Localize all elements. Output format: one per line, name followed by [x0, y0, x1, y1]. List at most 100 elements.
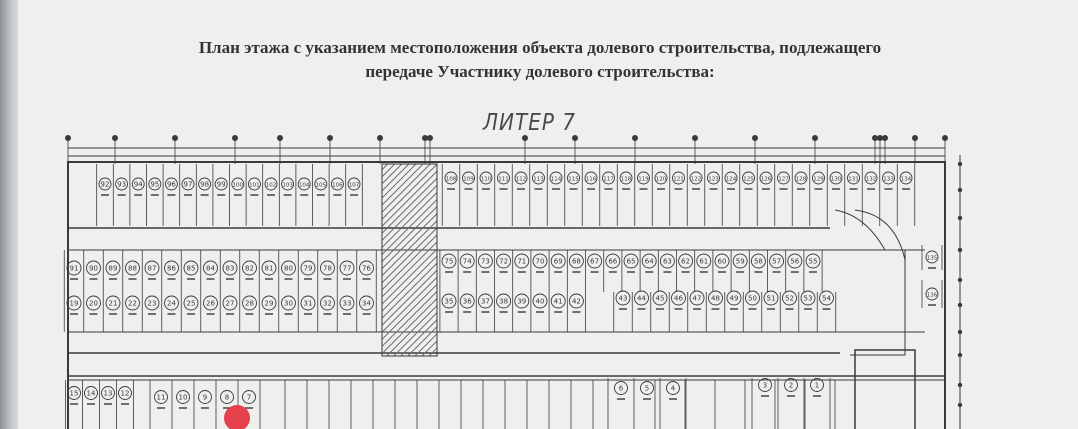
stall-low-right-a-label: 42	[572, 298, 581, 306]
stall-top-right-label: 124	[726, 177, 737, 183]
grid-axis-bubble	[957, 329, 963, 335]
stall-low-right-b-circle	[745, 290, 760, 306]
stall-low-left-circle	[222, 295, 238, 311]
stall-right-col-circle	[925, 250, 939, 264]
stall-top-right-circle	[672, 171, 685, 185]
stall-top-right-label: 117	[603, 177, 614, 183]
stall-mid-left-label: 80	[284, 265, 293, 273]
stall-top-right-circle	[497, 171, 510, 185]
stall-top-right-label: 127	[778, 177, 789, 183]
stall-top-right-label: 115	[568, 177, 579, 183]
stall-low-left-circle	[144, 295, 160, 311]
stall-mid-right-circle	[750, 253, 766, 269]
stall-low-right-a-label: 39	[517, 298, 526, 306]
stall-top-left-label: 106	[332, 183, 343, 189]
grid-axis-bubble	[65, 135, 71, 141]
grid-axis-bubble	[957, 382, 963, 388]
stall-low-right-b-label: 50	[748, 295, 757, 303]
stall-mid-left-circle	[320, 260, 335, 276]
stall-top-right-circle	[532, 171, 545, 185]
stall-top-right-circle	[777, 171, 790, 185]
stall-low-left-circle	[339, 295, 355, 311]
stall-mid-left-label: 87	[148, 265, 157, 273]
stall-low-right-b-label: 45	[656, 295, 665, 303]
stall-mid-right-circle	[496, 253, 512, 269]
stall-top-right-label: 113	[533, 177, 544, 183]
stall-low-left-label: 29	[265, 300, 274, 308]
grid-axis-bubble	[957, 215, 963, 221]
stall-low-left-circle	[300, 295, 316, 311]
stall-low-right-a-circle	[459, 293, 475, 309]
stall-mid-left-label: 78	[323, 265, 332, 273]
stall-low-right-a-circle	[550, 293, 566, 309]
stall-mid-right-circle	[477, 253, 493, 269]
stall-low-right-b-label: 49	[730, 295, 739, 303]
stall-top-left-circle	[115, 177, 129, 191]
stall-mid-right-label: 62	[681, 258, 690, 266]
storage-bottom-left-label: 9	[203, 394, 207, 402]
stall-low-left-label: 31	[304, 300, 313, 308]
stall-top-right-label: 108	[446, 177, 457, 183]
grid-axis-bubble	[752, 135, 758, 141]
stall-mid-right-circle	[441, 253, 457, 269]
grid-axis-bubble	[912, 135, 918, 141]
stall-low-left-label: 26	[206, 300, 215, 308]
storage-bottom-left-circle	[176, 390, 190, 404]
stall-top-left-label: 104	[299, 183, 310, 189]
stall-mid-left-circle	[261, 260, 277, 276]
stall-low-right-a-circle	[441, 293, 457, 309]
stall-top-left-circle	[131, 177, 145, 191]
stall-mid-left-label: 90	[89, 265, 98, 273]
stall-top-left-label: 107	[349, 183, 360, 189]
grid-axis-bubble	[957, 402, 963, 408]
stall-top-right-label: 129	[813, 177, 824, 183]
grid-axis-bubble	[277, 135, 283, 141]
storage-bottom-mid-label: 4	[671, 385, 676, 393]
storage-bottom-right-label: 1	[815, 382, 819, 390]
storage-bottom-left-circle	[242, 390, 256, 404]
stall-right-col-label: 136	[927, 293, 938, 299]
stall-mid-left-circle	[183, 260, 199, 276]
stall-mid-left-label: 88	[128, 265, 137, 273]
stall-low-right-a-label: 40	[536, 298, 545, 306]
stall-mid-left-circle	[339, 260, 355, 276]
stall-top-left-circle	[164, 177, 178, 191]
stall-low-left-label: 33	[343, 300, 352, 308]
stall-low-right-b-label: 54	[822, 295, 831, 303]
grid-axis-bubble	[942, 135, 948, 141]
grid-axis-bubble	[692, 135, 698, 141]
stall-mid-right-circle	[623, 253, 639, 269]
stall-mid-right-label: 55	[809, 258, 818, 266]
storage-bottom-left-label: 7	[247, 394, 251, 402]
stall-low-right-a-label: 38	[499, 298, 508, 306]
stall-top-right-circle	[462, 171, 475, 185]
stall-low-left-label: 24	[167, 300, 176, 308]
stall-low-left-circle	[359, 295, 374, 311]
stall-mid-right-label: 73	[481, 258, 490, 266]
stall-top-left-circle	[247, 177, 261, 191]
stall-mid-right-label: 68	[572, 258, 581, 266]
stall-low-left-circle	[203, 295, 218, 311]
stall-low-right-b-circle	[763, 290, 779, 306]
stall-mid-left-circle	[66, 260, 82, 276]
stall-low-right-b-circle	[800, 290, 816, 306]
stall-top-left-circle	[281, 177, 295, 191]
storage-bottom-left-label: 14	[87, 390, 96, 398]
paper-sheet	[18, 0, 1078, 429]
stall-top-right-circle	[514, 171, 528, 185]
stall-mid-left-circle	[281, 260, 296, 276]
stall-top-right-circle	[619, 171, 633, 185]
stall-top-right-circle	[549, 171, 563, 185]
stall-low-right-b-circle	[782, 290, 797, 306]
stall-low-right-a-label: 35	[445, 298, 454, 306]
grid-axis-bubble	[882, 135, 888, 141]
stall-top-right-label: 109	[463, 177, 474, 183]
grid-axis-bubble	[232, 135, 238, 141]
stall-low-right-b-label: 46	[674, 295, 683, 303]
stall-mid-right-circle	[714, 253, 730, 269]
stall-mid-right-circle	[587, 253, 603, 269]
stall-low-left-circle	[105, 295, 121, 311]
stall-mid-right-circle	[659, 253, 675, 269]
stall-top-left-label: 97	[184, 181, 193, 189]
